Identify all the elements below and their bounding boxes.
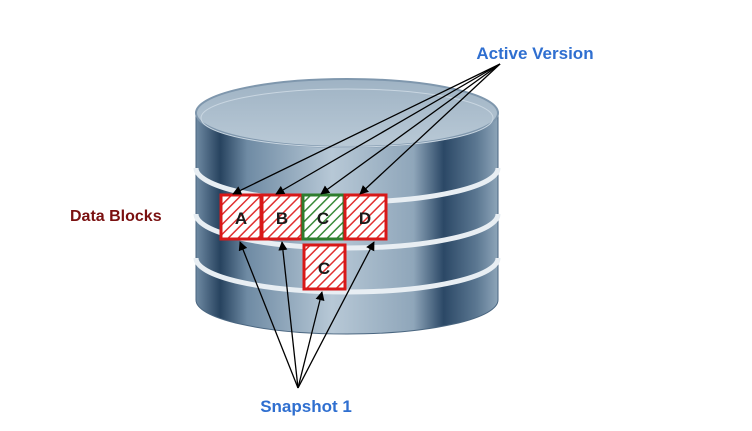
block-a-label: A	[235, 209, 247, 228]
snapshot-label: Snapshot 1	[260, 397, 352, 416]
active-version-label: Active Version	[476, 44, 593, 63]
arrow-snapshot-to-d	[297, 241, 375, 389]
snapshot-arrows	[238, 241, 375, 389]
block-d-label: D	[359, 209, 371, 228]
arrow-active-to-b	[275, 63, 501, 195]
platter-line-3	[193, 257, 501, 295]
arrow-active-to-d	[359, 63, 501, 195]
arrow-snapshot-to-b	[278, 241, 299, 389]
platter-line-2	[193, 213, 501, 251]
block-c-active-label: C	[317, 209, 329, 228]
cylinder-top-inner	[200, 88, 494, 148]
arrow-snapshot-to-c-old	[297, 291, 325, 389]
arrow-snapshot-to-a	[238, 241, 299, 389]
block-a: A	[219, 193, 263, 241]
block-b-label: B	[276, 209, 288, 228]
block-b: B	[260, 193, 304, 241]
block-c-old: C	[302, 243, 347, 291]
data-blocks-label: Data Blocks	[70, 208, 162, 225]
block-d: D	[343, 193, 388, 241]
arrow-active-to-c	[320, 63, 501, 195]
block-c-old-label: C	[318, 259, 330, 278]
active-version-arrows	[232, 63, 501, 195]
block-c-active: C	[301, 193, 346, 241]
arrow-active-to-a	[232, 63, 501, 195]
